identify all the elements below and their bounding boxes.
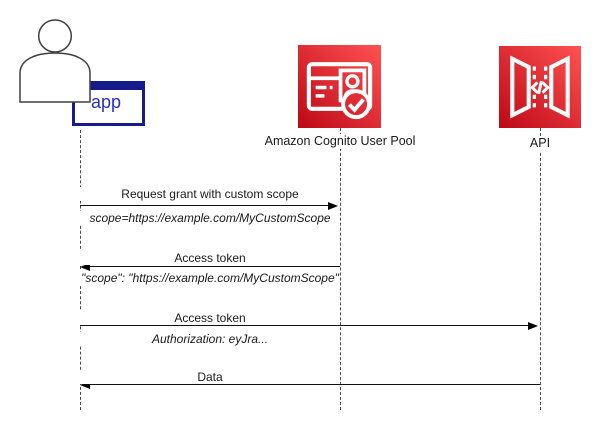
arrowhead-right-icon — [328, 201, 338, 210]
message-detail: Authorization: eyJra... — [80, 332, 340, 346]
lifeline-api — [540, 128, 541, 410]
message-arrow — [80, 380, 540, 389]
message-arrow — [80, 262, 340, 271]
lifeline-cognito — [340, 128, 341, 410]
arrowhead-right-icon — [528, 321, 538, 330]
arrowhead-left-icon — [80, 380, 90, 389]
arrowhead-left-icon — [80, 262, 90, 271]
message-label: Access token — [80, 311, 340, 325]
message-arrow — [80, 321, 538, 330]
message-detail: "scope": "https://example.com/MyCustomSc… — [80, 271, 340, 285]
cognito-user-pool-icon — [298, 45, 381, 128]
api-label: API — [512, 136, 568, 151]
message-arrow — [80, 201, 338, 210]
message-label: Data — [80, 370, 340, 384]
message-label: Request grant with custom scope — [80, 187, 340, 201]
person-actor-icon — [19, 19, 91, 103]
api-gateway-icon — [499, 46, 581, 128]
message-label: Access token — [80, 251, 340, 265]
cognito-label: Amazon Cognito User Pool — [253, 134, 427, 149]
app-window-titlebar — [75, 84, 142, 90]
app-label: app — [91, 92, 122, 112]
message-detail: scope=https://example.com/MyCustomScope — [80, 211, 340, 225]
